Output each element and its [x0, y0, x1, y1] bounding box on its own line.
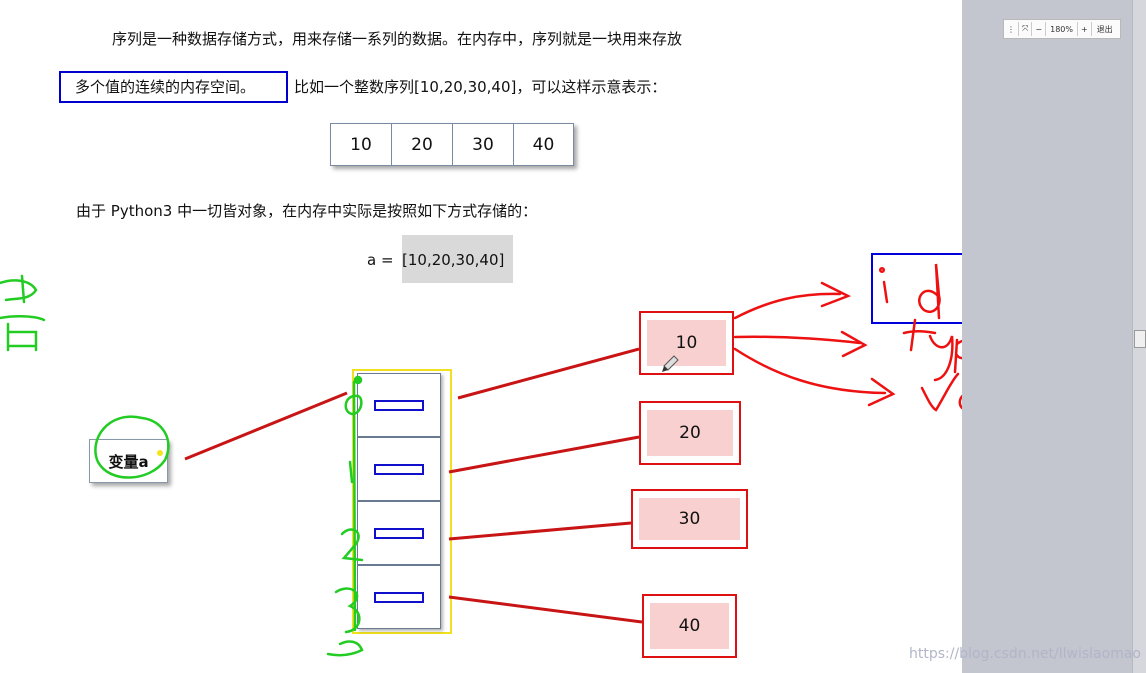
reference-pointer [374, 528, 424, 539]
int-object-value: 20 [647, 410, 733, 456]
sequence-cell: 40 [513, 123, 574, 166]
variable-a-label: 变量a [108, 452, 149, 471]
viewer-sidebar [962, 0, 1146, 673]
zoom-out-button[interactable]: − [1032, 22, 1047, 36]
reference-pointer [374, 592, 424, 603]
int-object-30: 30 [631, 489, 748, 549]
list-slot-1 [357, 437, 441, 501]
reference-pointer [374, 464, 424, 475]
highlight-box [59, 71, 288, 103]
list-slot-0 [357, 373, 441, 437]
sequence-cell: 30 [452, 123, 513, 166]
slide-page: 序列是一种数据存储方式，用来存储一系列的数据。在内存中，序列就是一块用来存放 多… [59, 30, 992, 658]
variable-a-box: 变量a [89, 439, 168, 483]
sequence-cell: 20 [391, 123, 452, 166]
list-slot-3 [357, 565, 441, 629]
int-object-value: 40 [650, 603, 729, 649]
fit-screen-icon[interactable]: ⤧ [1019, 22, 1033, 36]
int-object-10: 10 [639, 311, 734, 375]
int-object-value: 10 [647, 320, 726, 366]
watermark: https://blog.csdn.net/llwislaomao [909, 646, 1141, 662]
list-slot-2 [357, 501, 441, 565]
int-object-40: 40 [642, 594, 737, 658]
int-object-value: 30 [639, 498, 740, 540]
exit-button[interactable]: 退出 [1096, 24, 1113, 34]
integer-sequence: 10 20 30 40 [330, 123, 574, 166]
zoom-in-button[interactable]: + [1078, 22, 1092, 36]
python-object-text: 由于 Python3 中一切皆对象，在内存中实际是按照如下方式存储的： [76, 202, 538, 220]
scrollbar-thumb[interactable] [1134, 330, 1146, 348]
intro-text-line2: 比如一个整数序列[10,20,30,40]，可以这样示意表示： [294, 78, 667, 96]
reference-pointer [374, 400, 424, 411]
zoom-toolbar: ⋮ ⤧ − 180% + 退出 [1003, 19, 1121, 39]
intro-text-highlight: 多个值的连续的内存空间。 [75, 78, 256, 96]
zoom-level: 180% [1046, 22, 1078, 36]
handle-icon[interactable]: ⋮ [1004, 22, 1019, 36]
intro-text-line1: 序列是一种数据存储方式，用来存储一系列的数据。在内存中，序列就是一块用来存放 [112, 30, 683, 48]
sequence-cell: 10 [330, 123, 391, 166]
code-rhs: [10,20,30,40] [402, 251, 505, 269]
code-highlight [402, 235, 513, 283]
code-lhs: a = [367, 251, 394, 269]
int-object-20: 20 [639, 401, 741, 465]
